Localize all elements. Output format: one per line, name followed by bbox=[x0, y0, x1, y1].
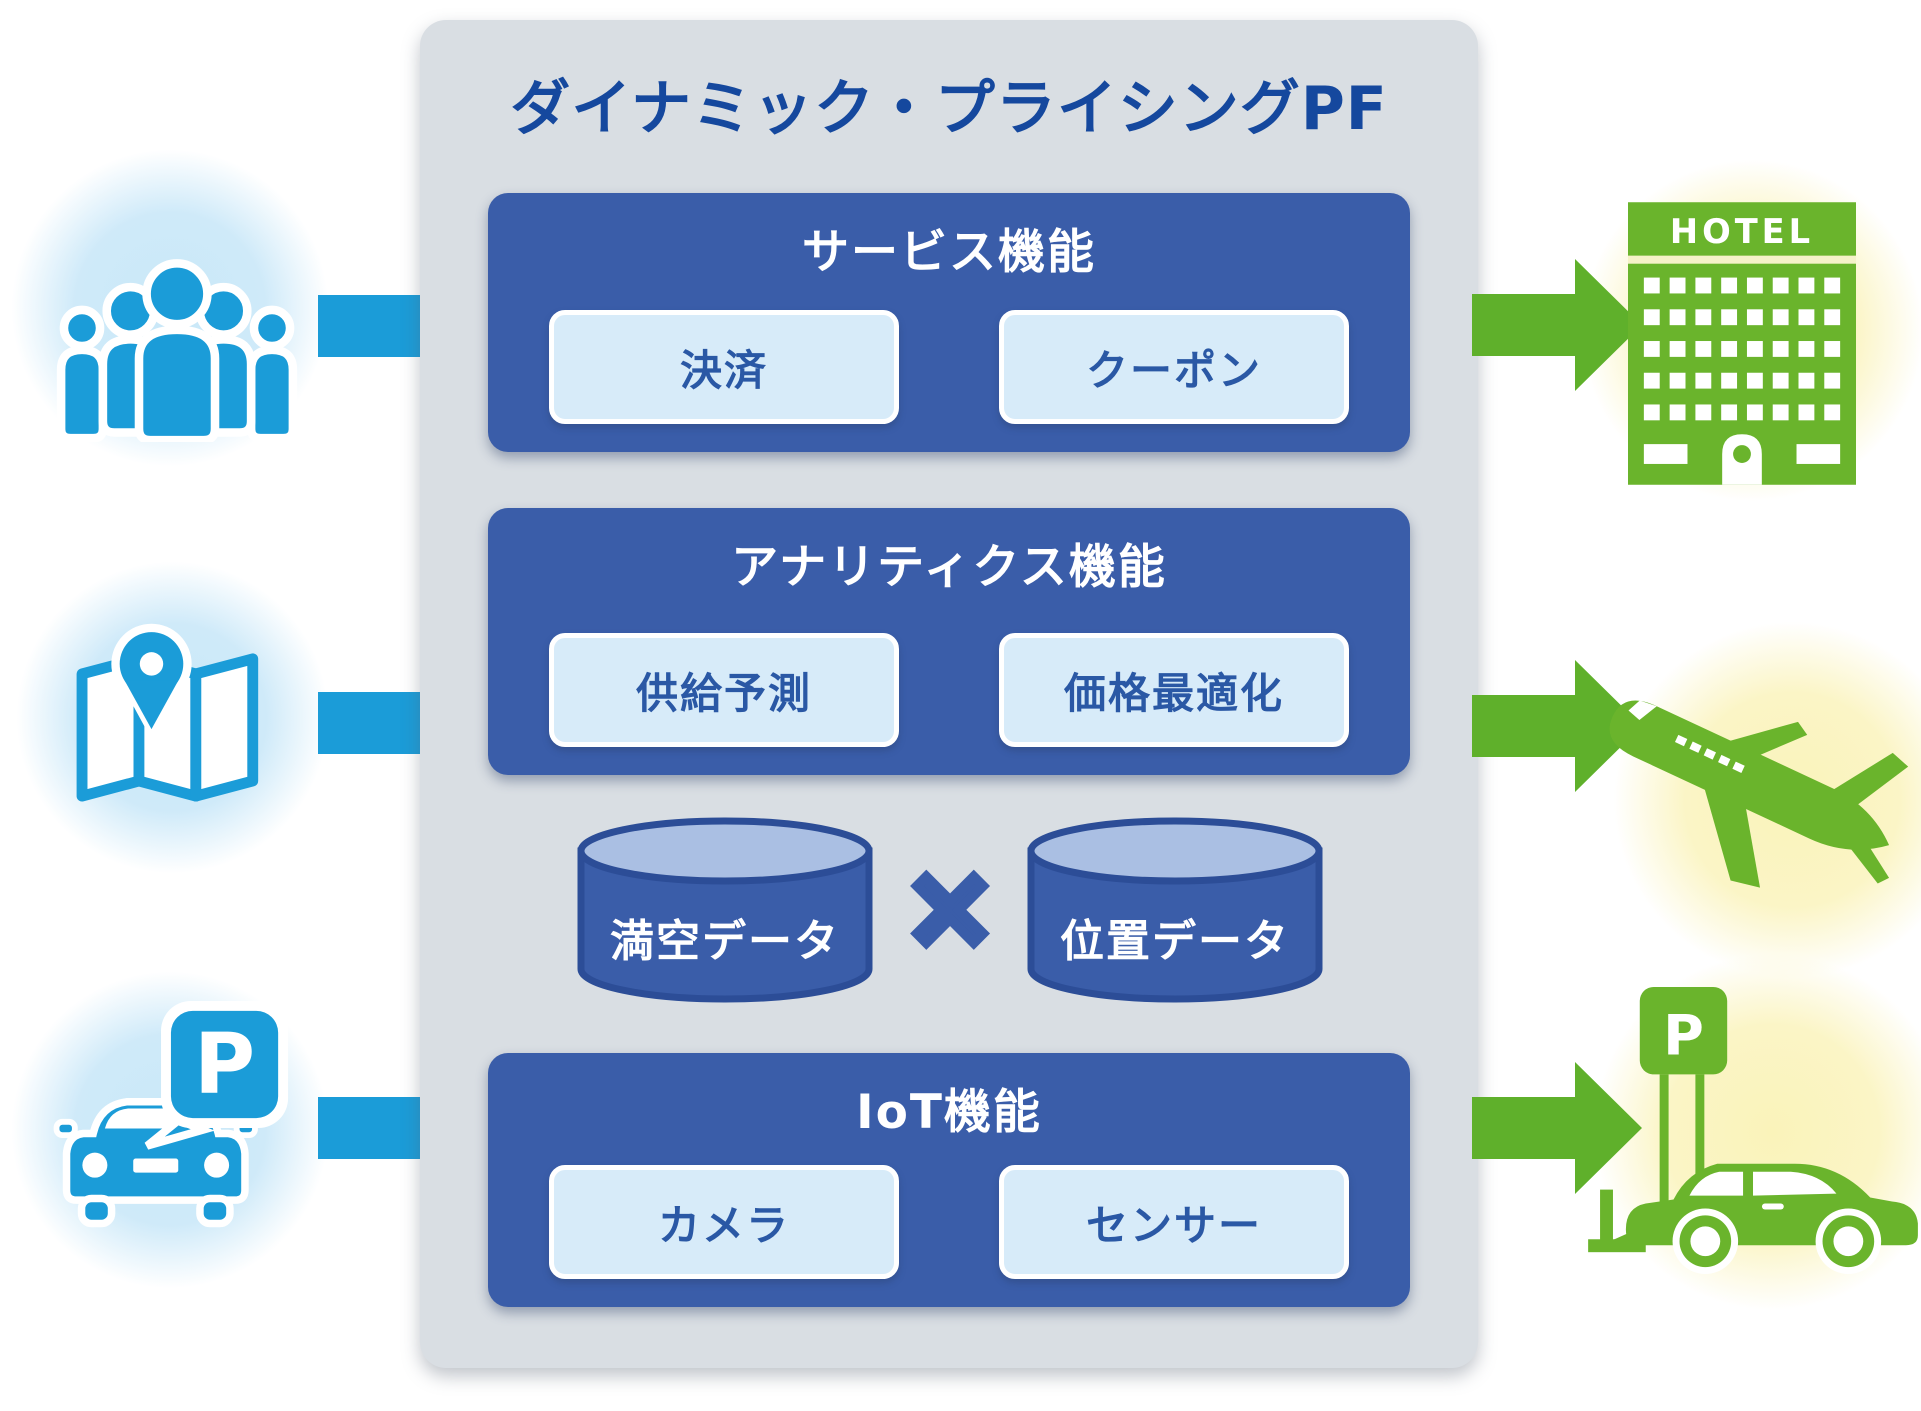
feature-chip-supply-forecast: 供給予測 bbox=[549, 633, 899, 747]
service-chips: 決済 クーポン bbox=[488, 310, 1410, 424]
car-parking-icon: P bbox=[53, 1000, 289, 1228]
feature-chip-price-optimization: 価格最適化 bbox=[999, 633, 1349, 747]
analytics-function-heading: アナリティクス機能 bbox=[731, 540, 1167, 595]
platform-panel: ダイナミック・プライシングPF サービス機能 決済 クーポン アナリティクス機能… bbox=[420, 20, 1478, 1368]
iot-function-heading: IoT機能 bbox=[856, 1085, 1042, 1140]
iot-function-box: IoT機能 カメラ センサー bbox=[488, 1053, 1410, 1307]
multiply-icon: × bbox=[898, 837, 1002, 977]
database-occupancy-label: 満空データ bbox=[610, 916, 840, 967]
hotel-sign-label: HOTEL bbox=[1670, 212, 1814, 251]
database-location-label: 位置データ bbox=[1060, 916, 1290, 967]
analytics-function-box: アナリティクス機能 供給予測 価格最適化 bbox=[488, 508, 1410, 775]
analytics-chips: 供給予測 価格最適化 bbox=[488, 633, 1410, 747]
crowd-icon bbox=[56, 259, 298, 442]
feature-chip-camera: カメラ bbox=[549, 1165, 899, 1279]
map-location-icon bbox=[76, 623, 259, 802]
parked-car-icon: P bbox=[1588, 986, 1918, 1275]
page-title: ダイナミック・プライシングPF bbox=[510, 74, 1388, 144]
parking-letter: P bbox=[1663, 1004, 1704, 1069]
feature-chip-sensor: センサー bbox=[999, 1165, 1349, 1279]
arrow-right-icon bbox=[1472, 1062, 1642, 1194]
feature-chip-coupon: クーポン bbox=[999, 310, 1349, 424]
database-cylinder-icon bbox=[1027, 817, 1323, 1003]
iot-chips: カメラ センサー bbox=[488, 1165, 1410, 1279]
service-function-heading: サービス機能 bbox=[802, 225, 1096, 280]
service-function-box: サービス機能 決済 クーポン bbox=[488, 193, 1410, 452]
feature-chip-payment: 決済 bbox=[549, 310, 899, 424]
hotel-icon: HOTEL bbox=[1628, 202, 1856, 485]
database-cylinder-icon bbox=[577, 817, 873, 1003]
parking-letter: P bbox=[194, 1015, 255, 1112]
arrow-right-icon bbox=[1472, 660, 1642, 792]
database-occupancy: 満空データ bbox=[575, 813, 875, 1008]
arrow-right-icon bbox=[1472, 259, 1642, 391]
database-location: 位置データ bbox=[1025, 813, 1325, 1008]
airplane-icon bbox=[1609, 700, 1909, 888]
